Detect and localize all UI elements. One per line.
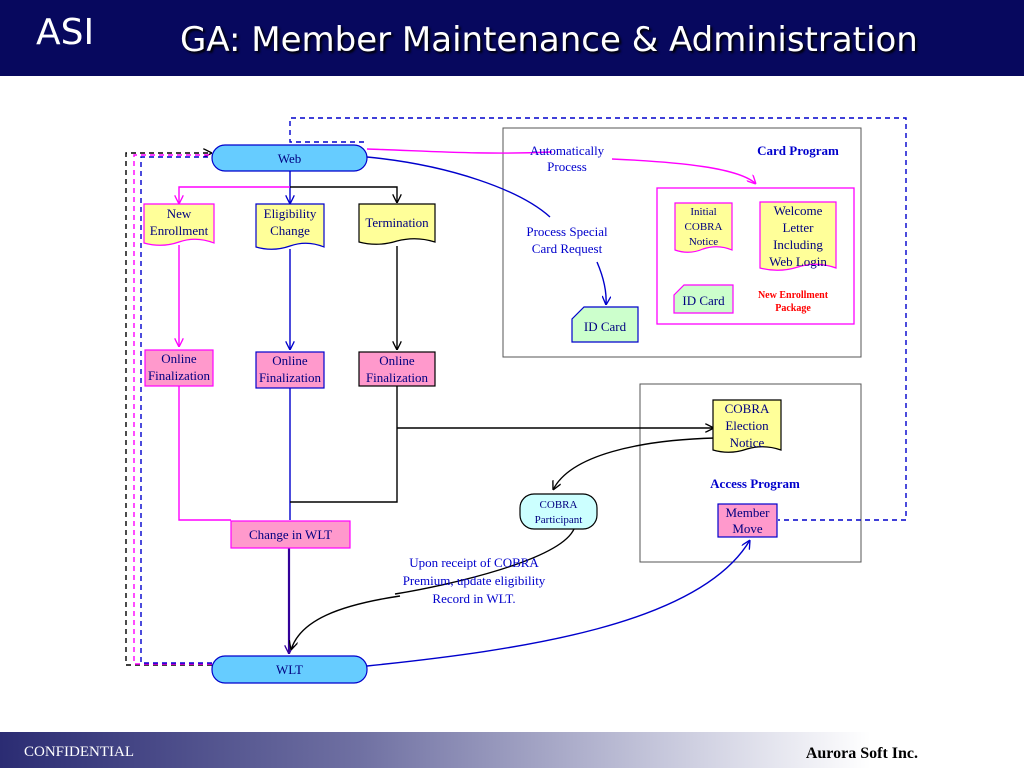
- election-line2: Election: [725, 418, 769, 433]
- header-bar: [0, 0, 1024, 76]
- election-line3: Notice: [730, 435, 765, 450]
- initial-cobra-notice-doc: [674, 202, 733, 253]
- id-card-package-label: ID Card: [682, 293, 725, 308]
- dashed-wlt-web-magenta: [133, 154, 212, 665]
- online3-line1: Online: [379, 353, 415, 368]
- web-label: Web: [278, 151, 302, 166]
- online2-line2: Finalization: [259, 370, 322, 385]
- termination-doc: [358, 203, 436, 245]
- arrow-web-termination: [290, 186, 397, 203]
- auto-process-line2: Process: [547, 159, 587, 174]
- online3-line2: Finalization: [366, 370, 429, 385]
- line-web-automatic: [366, 148, 553, 154]
- id-card-package: [673, 284, 734, 314]
- id-card-main-label: ID Card: [584, 319, 627, 334]
- arrow-web-new-enrollment: [179, 186, 290, 204]
- online-finalization-3: [358, 351, 436, 387]
- card-program-label: Card Program: [757, 143, 839, 158]
- change-in-wlt-label: Change in WLT: [249, 527, 332, 542]
- online-finalization-2: [255, 351, 325, 389]
- participant-line1: COBRA: [540, 499, 578, 511]
- online-finalization-1: [144, 349, 214, 387]
- new-enrollment-line1: New: [167, 206, 192, 221]
- receipt-line1: Upon receipt of COBRA: [409, 555, 539, 570]
- asi-logo: ASI: [36, 12, 95, 53]
- cobra-election-notice-doc: [712, 399, 782, 453]
- dashed-member-move-loop: [289, 117, 907, 521]
- access-program-box: [639, 383, 862, 563]
- initial-cobra-line3: Notice: [689, 236, 718, 248]
- dashed-wlt-web-black: [125, 153, 212, 666]
- footer-bar: [0, 732, 1024, 768]
- new-enroll-package-line1: New Enrollment: [758, 290, 829, 301]
- receipt-line3: Record in WLT.: [432, 591, 515, 606]
- member-move-line1: Member: [725, 505, 770, 520]
- participant-line2: Participant: [535, 514, 583, 526]
- wlt-label: WLT: [276, 662, 303, 677]
- welcome-line4: Web Login: [769, 254, 827, 269]
- welcome-letter-doc: [759, 201, 837, 271]
- web-terminal: [211, 144, 368, 172]
- arrow-notice-participant: [553, 437, 716, 490]
- arrow-receipt-wlt: [291, 595, 401, 650]
- eligibility-line2: Change: [270, 223, 310, 238]
- eligibility-change-doc: [255, 203, 325, 250]
- online2-line1: Online: [272, 353, 308, 368]
- line-participant-receipt: [394, 528, 575, 595]
- arrow-automatic-package: [611, 158, 756, 184]
- line-web-special: [366, 156, 551, 218]
- special-line2: Card Request: [532, 241, 603, 256]
- welcome-line3: Including: [773, 237, 823, 252]
- arrow-wlt-membermove: [366, 540, 750, 667]
- company-name: Aurora Soft Inc.: [805, 745, 918, 762]
- initial-cobra-line1: Initial: [690, 206, 716, 218]
- new-enrollment-doc: [143, 203, 215, 246]
- election-line1: COBRA: [725, 401, 770, 416]
- online1-line1: Online: [161, 351, 197, 366]
- line-online3-change: [290, 386, 398, 503]
- new-enrollment-package-box: [656, 187, 855, 325]
- id-card-main: [571, 306, 639, 343]
- card-program-box: [502, 127, 862, 358]
- online1-line2: Finalization: [148, 368, 211, 383]
- new-enrollment-line2: Enrollment: [150, 223, 209, 238]
- line-online1-change: [178, 386, 231, 521]
- arrow-special-idcard: [596, 261, 606, 305]
- auto-process-line1: Automatically: [530, 143, 605, 158]
- wlt-terminal: [211, 655, 368, 684]
- access-program-label: Access Program: [710, 476, 800, 491]
- page-title: GA: Member Maintenance & Administration: [180, 20, 918, 60]
- special-line1: Process Special: [526, 224, 608, 239]
- initial-cobra-line2: COBRA: [685, 221, 723, 233]
- receipt-line2: Premium, update eligibility: [403, 573, 546, 588]
- dashed-wlt-web-blue: [140, 156, 212, 664]
- termination-label: Termination: [365, 215, 429, 230]
- eligibility-line1: Eligibility: [264, 206, 317, 221]
- welcome-line1: Welcome: [774, 203, 823, 218]
- member-move-box: [717, 503, 778, 538]
- change-in-wlt-box: [230, 520, 351, 549]
- welcome-line2: Letter: [782, 220, 814, 235]
- new-enroll-package-line2: Package: [775, 303, 811, 314]
- cobra-participant-terminal: [519, 493, 598, 530]
- confidential-label: CONFIDENTIAL: [24, 744, 134, 760]
- member-move-line2: Move: [732, 521, 763, 536]
